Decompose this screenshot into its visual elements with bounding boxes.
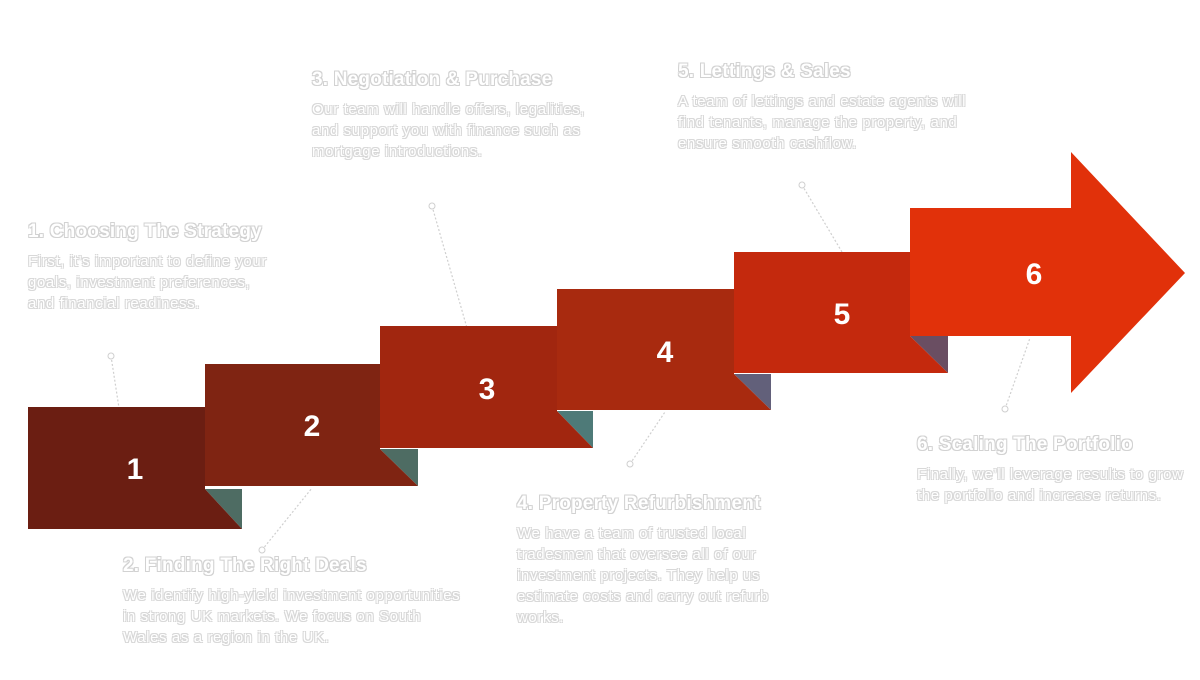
step-shape-4 (557, 289, 771, 410)
step-description-5: A team of lettings and estate agents wil… (678, 93, 967, 152)
connector-dot-2 (258, 546, 266, 554)
step-shape-3 (380, 326, 593, 448)
step-number-4: 4 (657, 336, 674, 369)
step-number-5: 5 (834, 298, 851, 331)
step-heading-2: 2. Finding The Right Deals (123, 555, 367, 576)
step-heading-6: 6. Scaling The Portfolio (917, 434, 1133, 455)
connector-line-4 (629, 411, 666, 465)
step-block-5 (734, 252, 948, 373)
step-number-1: 1 (127, 453, 144, 486)
connector-dot-4 (626, 460, 634, 468)
step-heading-3: 3. Negotiation & Purchase (312, 69, 553, 90)
step-text-4: 4. Property Refurbishment We have a team… (517, 493, 817, 628)
step-heading-5: 5. Lettings & Sales (678, 61, 851, 82)
connector-line-6 (1004, 337, 1031, 410)
step-block-4 (557, 289, 771, 410)
step-number-3: 3 (479, 373, 496, 406)
step-heading-4: 4. Property Refurbishment (517, 493, 761, 514)
connector-lines (107, 181, 1031, 554)
step-description-6: Finally, we’ll leverage results to grow … (917, 466, 1184, 504)
connector-dot-3 (428, 202, 436, 210)
step-description-1: First, it’s important to define your goa… (28, 253, 267, 312)
step-block-6 (910, 152, 1185, 393)
step-text-5: 5. Lettings & Sales A team of lettings a… (678, 61, 988, 154)
step-shape-5 (734, 252, 948, 373)
step-description-2: We identify high-yield investment opport… (123, 587, 461, 646)
step-description-4: We have a team of trusted local tradesme… (517, 525, 769, 626)
step-block-3 (380, 326, 593, 448)
connector-dot-6 (1001, 405, 1009, 413)
step-block-1 (28, 407, 242, 529)
step-block-2 (205, 364, 418, 486)
step-description-3: Our team will handle offers, legalities,… (312, 101, 586, 160)
step-text-3: 3. Negotiation & Purchase Our team will … (312, 69, 602, 162)
connector-line-2 (261, 487, 313, 551)
step-shape-2 (205, 364, 418, 486)
connector-dot-1 (107, 352, 115, 360)
connector-line-3 (431, 205, 468, 329)
step-number-2: 2 (304, 410, 321, 443)
step-heading-1: 1. Choosing The Strategy (28, 221, 262, 242)
step-text-2: 2. Finding The Right Deals We identify h… (123, 555, 468, 648)
connector-line-1 (110, 355, 120, 409)
connector-dot-5 (798, 181, 806, 189)
step-arrow-6 (910, 152, 1185, 393)
connector-line-5 (801, 184, 843, 253)
step-number-6: 6 (1026, 258, 1043, 291)
step-text-1: 1. Choosing The Strategy First, it’s imp… (28, 221, 268, 314)
step-shape-1 (28, 407, 242, 529)
step-text-6: 6. Scaling The Portfolio Finally, we’ll … (917, 434, 1187, 506)
